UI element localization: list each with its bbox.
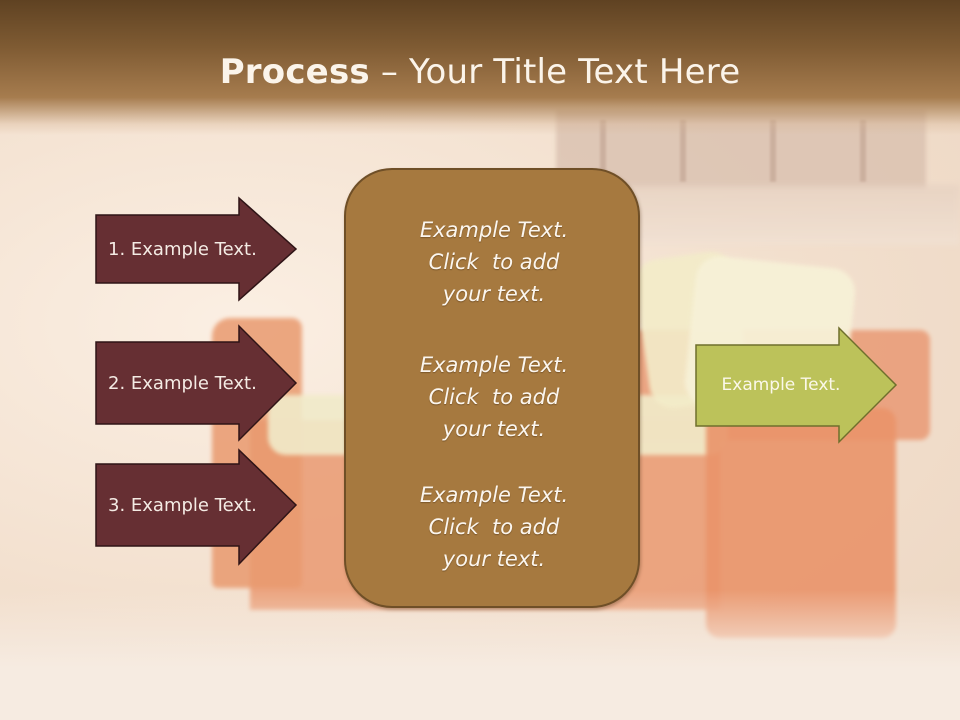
output-arrow-label: Example Text. <box>721 375 841 395</box>
floor <box>0 590 960 720</box>
process-box[interactable]: Example Text. Click to add your text. Ex… <box>344 168 640 608</box>
text-line: Click to add <box>428 385 560 409</box>
arrow-shape <box>95 196 298 302</box>
text-line: Example Text. <box>419 483 569 507</box>
window-pane <box>680 120 686 182</box>
arrow-shape <box>95 448 298 566</box>
text-line: Example Text. <box>419 353 569 377</box>
input-arrow-label: 3. Example Text. <box>108 494 257 516</box>
text-line: your text. <box>442 547 546 571</box>
arrow-shape <box>695 326 898 444</box>
title-band <box>0 0 960 135</box>
input-arrow-1[interactable]: 1. Example Text. <box>95 196 298 302</box>
output-arrow[interactable]: Example Text. <box>695 326 898 444</box>
slide-title[interactable]: Process – Your Title Text Here <box>0 52 960 92</box>
title-rest: – Your Title Text Here <box>369 52 741 92</box>
text-line: Example Text. <box>419 218 569 242</box>
input-arrow-label: 2. Example Text. <box>108 372 257 394</box>
input-arrow-2[interactable]: 2. Example Text. <box>95 324 298 442</box>
window-pane <box>860 120 866 182</box>
text-line: your text. <box>442 417 546 441</box>
process-paragraph-2: Example Text. Click to add your text. <box>346 349 642 445</box>
text-line: Click to add <box>428 250 560 274</box>
process-paragraph-3: Example Text. Click to add your text. <box>346 479 642 575</box>
input-arrow-3[interactable]: 3. Example Text. <box>95 448 298 566</box>
title-bold: Process <box>219 52 370 92</box>
text-line: your text. <box>442 282 546 306</box>
window-pane <box>770 120 776 182</box>
arrow-shape <box>95 324 298 442</box>
process-paragraph-1: Example Text. Click to add your text. <box>346 214 642 310</box>
input-arrow-label: 1. Example Text. <box>108 238 257 260</box>
text-line: Click to add <box>428 515 560 539</box>
window-pane <box>600 120 606 182</box>
